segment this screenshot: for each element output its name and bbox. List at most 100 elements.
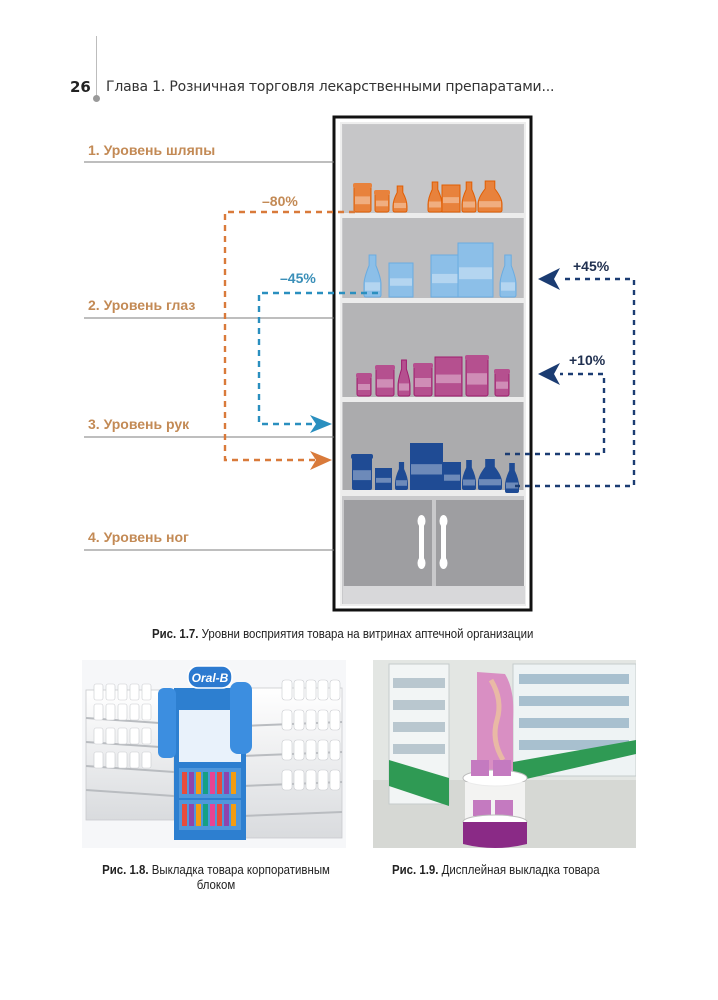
figure-1-9-caption-text: Дисплейная выкладка товара <box>438 862 600 877</box>
shelf-product <box>281 739 293 761</box>
shelf-product <box>293 709 305 731</box>
product-jar <box>356 373 372 397</box>
shelf-board <box>341 213 525 218</box>
toothbrush-package <box>217 772 222 794</box>
arrow-head-blue <box>310 415 332 433</box>
display-stand-illustration <box>373 660 636 848</box>
shelf-product <box>117 751 128 769</box>
arrow-plus-45 <box>515 277 636 488</box>
shelf-product <box>293 679 305 701</box>
toothbrush-package <box>203 772 208 794</box>
shelf-product <box>281 709 293 731</box>
header-rule-dot <box>93 95 100 102</box>
shelf-product <box>317 709 329 731</box>
toothbrush-package <box>196 804 201 826</box>
product-bottle <box>392 185 408 213</box>
figure-1-8-photo: Oral-B <box>82 660 346 848</box>
shelf-product <box>105 727 116 745</box>
product-box <box>457 242 494 298</box>
figure-1-8-caption-prefix: Рис. 1.8. <box>102 862 149 877</box>
shelf-product <box>129 703 140 721</box>
oral-b-logo: Oral-B <box>192 671 229 685</box>
toothbrush-package <box>210 772 215 794</box>
toothbrush-package <box>217 804 222 826</box>
toothbrush-package <box>210 804 215 826</box>
percent-plus-10: +10% <box>569 352 606 368</box>
shelf-product <box>93 703 104 721</box>
product-jar <box>353 183 372 213</box>
shelf-product <box>117 703 128 721</box>
shelf-product <box>93 727 104 745</box>
page-number: 26 <box>70 78 91 96</box>
toothbrush-package <box>182 804 187 826</box>
shelf-product <box>317 739 329 761</box>
shelf-board <box>341 397 525 402</box>
product-jar <box>374 190 390 213</box>
toothbrush-package <box>203 804 208 826</box>
product-bottle <box>363 254 382 298</box>
shelf-product <box>93 751 104 769</box>
figure-1-9-caption-prefix: Рис. 1.9. <box>392 862 439 877</box>
shelf-product <box>317 679 329 701</box>
shelf-product <box>293 769 305 791</box>
arrow-head-plus-10 <box>538 363 560 385</box>
shelf-product <box>141 727 152 745</box>
cabinet-plinth <box>343 586 525 604</box>
toothbrush-package <box>224 804 229 826</box>
cabinet-door-right <box>436 500 524 586</box>
product-box <box>443 462 461 490</box>
product-jar <box>351 454 373 490</box>
toothbrush-package <box>224 772 229 794</box>
shelf-product <box>105 751 116 769</box>
shelf-product <box>305 679 317 701</box>
figure-1-9-photo <box>373 660 636 848</box>
figure-1-8-caption: Рис. 1.8. Выкладка товара корпоративным … <box>84 862 348 892</box>
shelf-product <box>117 727 128 745</box>
arrow-head-orange <box>310 451 332 470</box>
product-jar <box>413 363 433 397</box>
shelf-product <box>329 769 341 791</box>
shelf-diagram <box>84 115 636 612</box>
percent-plus-45: +45% <box>573 258 610 274</box>
toothbrush-package <box>182 772 187 794</box>
figure-1-7-caption-prefix: Рис. 1.7. <box>152 626 199 641</box>
level-label-hand: 3. Уровень рук <box>88 416 190 432</box>
toothbrush-package <box>231 772 236 794</box>
product-bottle <box>499 254 517 298</box>
product-bottle <box>462 460 476 490</box>
product-bottle <box>397 359 411 397</box>
toothbrush-package <box>231 804 236 826</box>
product-bottle <box>477 180 503 213</box>
figure-1-7-caption: Рис. 1.7. Уровни восприятия товара на ви… <box>152 626 533 641</box>
level-label-hat: 1. Уровень шляпы <box>88 142 216 158</box>
shelf-product <box>329 739 341 761</box>
product-jar <box>465 355 489 397</box>
shelf-product <box>305 709 317 731</box>
cabinet-door-left <box>344 500 432 586</box>
product-jar <box>375 365 395 397</box>
shelf-product <box>305 769 317 791</box>
arrow-plus-10 <box>505 372 606 456</box>
toothbrush-package <box>189 804 194 826</box>
shelf-board <box>341 298 525 303</box>
product-bottle <box>478 459 502 490</box>
shelf-product <box>129 727 140 745</box>
shelf-board <box>341 490 525 496</box>
shelf-product <box>293 739 305 761</box>
level-label-eye: 2. Уровень глаз <box>88 297 196 313</box>
shelf-product <box>141 703 152 721</box>
percent-minus-80: –80% <box>262 193 298 209</box>
toothbrush-package <box>189 772 194 794</box>
door-handle-left <box>419 518 424 566</box>
product-box <box>388 262 414 298</box>
shelf-product <box>281 769 293 791</box>
shelf-product <box>117 683 128 701</box>
shelf-product <box>141 683 152 701</box>
shelf-product <box>329 709 341 731</box>
oral-b-shelf-illustration: Oral-B <box>82 660 346 848</box>
product-jar <box>494 369 510 397</box>
header-rule <box>96 36 97 98</box>
shelf-product <box>281 679 293 701</box>
product-box <box>375 468 392 490</box>
level-label-feet: 4. Уровень ног <box>88 529 189 545</box>
